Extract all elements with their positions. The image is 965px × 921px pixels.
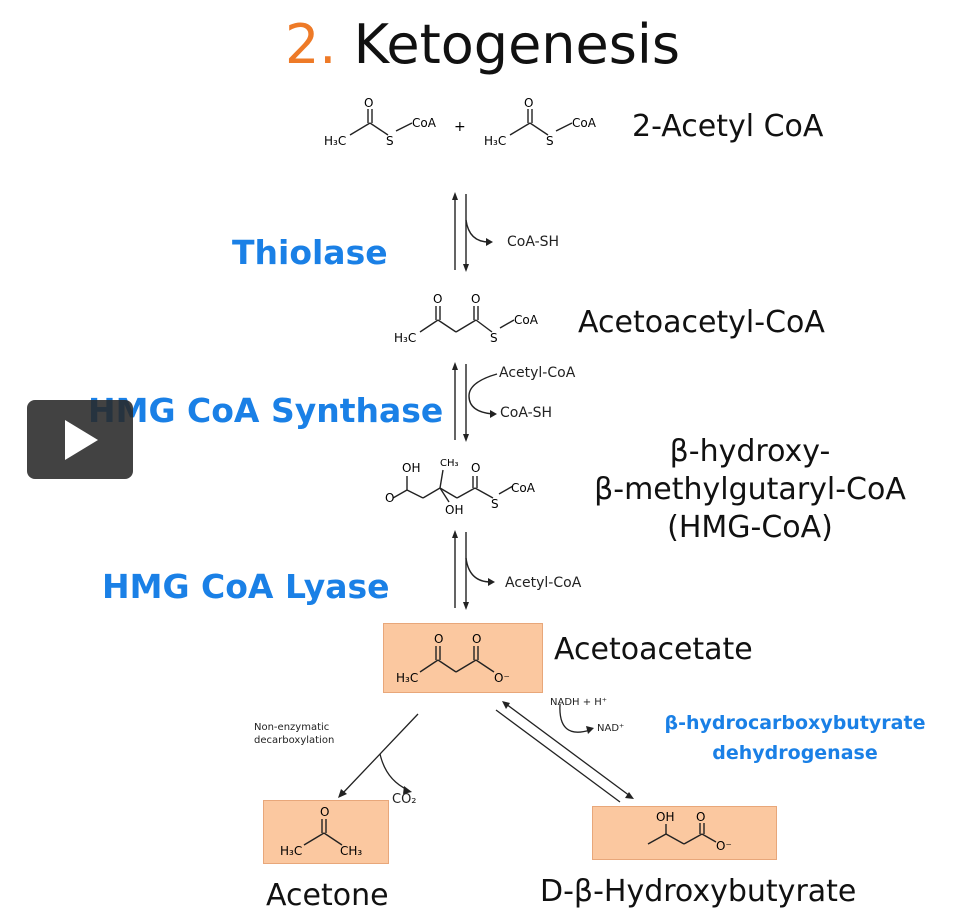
reagent-coa-sh: CoA-SH [507, 234, 560, 250]
enzyme-dehydrogenase-line-2: dehydrogenase [712, 742, 878, 764]
branch-arrows [338, 701, 634, 803]
enzyme-thiolase: Thiolase [232, 233, 388, 272]
reagent-non-enzymatic-line-1: Non-enzymatic [254, 722, 330, 733]
atom-o: O [524, 96, 533, 110]
title-text: Ketogenesis [353, 13, 681, 76]
atom-h3c: H₃C [396, 671, 418, 685]
atom-s: S [386, 134, 394, 148]
atom-o: O [385, 491, 394, 505]
atom-s: S [490, 331, 498, 345]
reagent-co2: CO₂ [392, 792, 417, 807]
acetyl-coa-structure: O H₃C S CoA + O H₃C S CoA [324, 96, 597, 148]
atom-h3c: H₃C [324, 134, 346, 148]
atom-o: O [434, 632, 443, 646]
atom-s: S [546, 134, 554, 148]
enzyme-dehydrogenase-line-1: β-hydrocarboxybutyrate [664, 712, 926, 734]
atom-coa: CoA [514, 313, 539, 327]
enzyme-hydroxybutyrate-dehydrogenase: β-hydrocarboxybutyrate dehydrogenase [660, 708, 930, 768]
play-icon [65, 420, 98, 460]
atom-o-minus: O⁻ [716, 839, 732, 853]
reagent-acetyl-coa-out: Acetyl-CoA [505, 575, 582, 591]
compound-hmg-coa-line-2: β-methylgutaryl-CoA [594, 472, 906, 507]
atom-o: O [471, 461, 480, 475]
atom-o: O [471, 292, 480, 306]
page-title: 2. Ketogenesis [0, 10, 965, 80]
atom-o: O [472, 632, 481, 646]
play-button[interactable] [27, 400, 133, 479]
compound-acetoacetyl-coa: Acetoacetyl-CoA [578, 305, 825, 340]
atom-o: O [433, 292, 442, 306]
compound-acetoacetate: Acetoacetate [554, 632, 753, 667]
reagent-nad: NAD⁺ [597, 723, 625, 734]
enzyme-hmg-coa-lyase: HMG CoA Lyase [102, 567, 390, 606]
acetoacetyl-coa-structure: O O H₃C S CoA [394, 292, 539, 345]
atom-h3c: H₃C [484, 134, 506, 148]
atom-h3c: H₃C [394, 331, 416, 345]
atom-ch3: CH₃ [440, 458, 459, 469]
hmg-coa-structure: OH CH₃ O O OH S CoA [385, 458, 536, 517]
atom-o: O [696, 810, 705, 824]
atom-o: O [320, 805, 329, 819]
plus-sign: + [454, 119, 466, 135]
reagent-acetyl-coa-in: Acetyl-CoA [499, 365, 576, 381]
acetone-structure: O H₃C CH₃ [280, 805, 362, 858]
atom-ch3: CH₃ [340, 844, 362, 858]
acetoacetate-highlight-box [383, 623, 543, 693]
atom-oh: OH [445, 503, 463, 517]
reagent-non-enzymatic-line-2: decarboxylation [254, 735, 335, 746]
title-number: 2. [284, 13, 337, 76]
atom-coa: CoA [572, 116, 597, 130]
atom-oh: OH [656, 810, 674, 824]
compound-acetone: Acetone [266, 878, 389, 913]
reagent-nadh: NADH + H⁺ [550, 697, 608, 708]
reaction-arrows-hmg-synthase [452, 362, 498, 442]
atom-o-minus: O⁻ [494, 671, 510, 685]
compound-hmg-coa-line-1: β-hydroxy- [669, 434, 831, 469]
reaction-arrows-hmg-lyase [452, 530, 495, 610]
compound-hmg-coa: β-hydroxy- β-methylgutaryl-CoA (HMG-CoA) [580, 433, 920, 547]
atom-coa: CoA [511, 481, 536, 495]
compound-hmg-coa-line-3: (HMG-CoA) [667, 510, 833, 545]
compound-acetyl-coa: 2-Acetyl CoA [632, 109, 824, 144]
atom-oh: OH [402, 461, 420, 475]
atom-coa: CoA [412, 116, 437, 130]
compound-hydroxybutyrate: D-β-Hydroxybutyrate [540, 874, 857, 909]
hydroxybutyrate-highlight-box [592, 806, 777, 860]
atom-s: S [491, 497, 499, 511]
atom-o: O [364, 96, 373, 110]
reagent-non-enzymatic: Non-enzymatic decarboxylation [254, 721, 334, 747]
reagent-coa-sh: CoA-SH [500, 405, 553, 421]
acetoacetate-structure: O O H₃C O⁻ [396, 632, 510, 685]
atom-h3c: H₃C [280, 844, 302, 858]
hydroxybutyrate-structure: OH O O⁻ [647, 810, 732, 853]
enzyme-hmg-coa-synthase: HMG CoA Synthase [88, 391, 444, 430]
reaction-arrows-thiolase [452, 192, 493, 272]
